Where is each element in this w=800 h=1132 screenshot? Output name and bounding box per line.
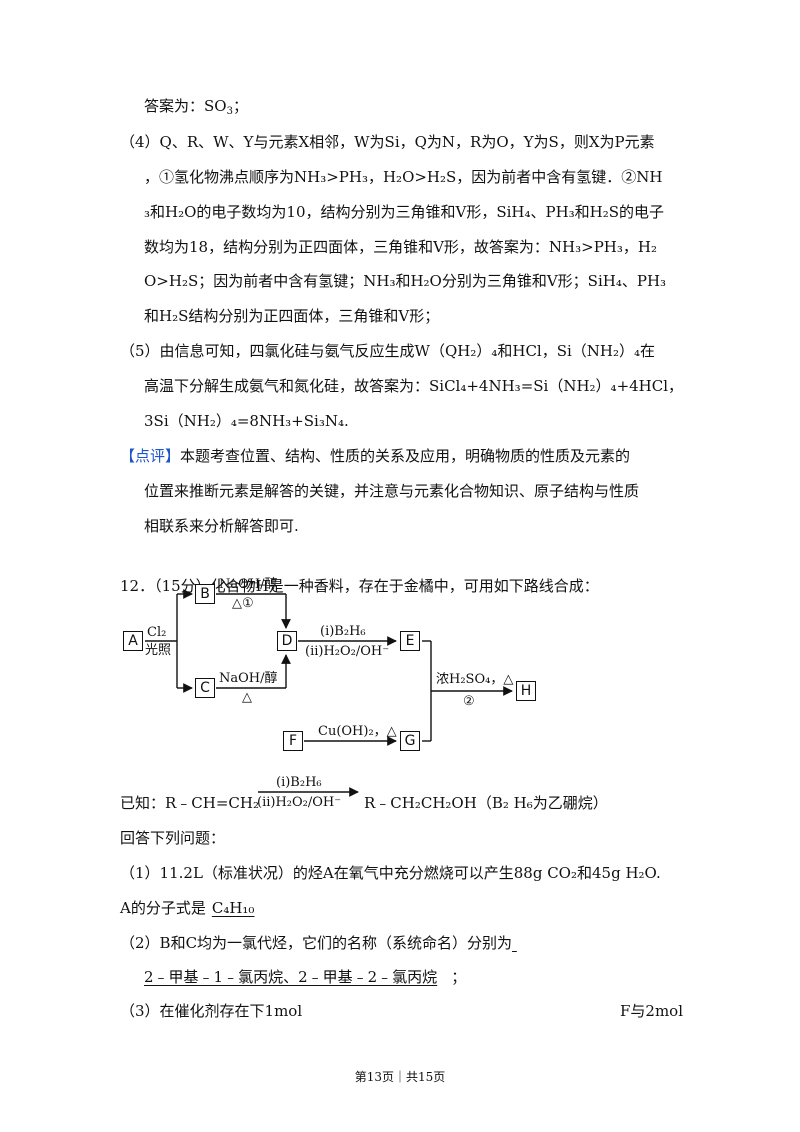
q4-line-3: ₃和H₂O的电子数均为10，结构分别为三角锥和V形，SiH₄、PH₃和H₂S的电…	[144, 203, 665, 221]
comment-tag: 【点评】	[120, 447, 181, 465]
compound-d-box: D	[277, 631, 297, 651]
label-eh-step: ②	[463, 694, 475, 709]
known-arrow-bottom: (ⅱ)H₂O₂/OH⁻	[257, 795, 342, 810]
p1-answer: C₄H₁₀	[211, 899, 255, 917]
p2-line-2: 2﹣甲基﹣1﹣氯丙烷、2﹣甲基﹣2﹣氯丙烷；	[144, 968, 467, 986]
compound-f-box: F	[283, 731, 303, 751]
page-footer: 第13页｜共15页	[354, 1070, 446, 1084]
label-cl2: Cl₂	[147, 625, 167, 640]
label-bd-condition: △①	[232, 596, 254, 611]
q12-header: 12．（15分）化合物H是一种香料，存在于金橘中，可用如下路线合成：	[120, 577, 599, 595]
q4-line-1: （4）Q、R、W、Y与元素X相邻，W为Si，Q为N，R为O，Y为S，则X为P元素	[120, 133, 655, 151]
diagram-lines	[145, 589, 513, 797]
comment-line-3: 相联系来分析解答即可.	[144, 517, 299, 535]
p1-line-1: （1）11.2L（标准状况）的烃A在氧气中充分燃烧可以产生88g CO₂和45g…	[120, 864, 661, 882]
compound-c-box: C	[195, 678, 215, 698]
comment-line-2: 位置来推断元素是解答的关键，并注意与元素化合物知识、原子结构与性质	[144, 482, 640, 500]
q5-line-1: （5）由信息可知，四氯化硅与氨气反应生成W（QH₂）₄和HCl，Si（NH₂）₄…	[120, 342, 656, 360]
compound-b-box: B	[195, 584, 215, 604]
compound-g-box: G	[400, 731, 420, 751]
answer-prompt: 回答下列问题：	[120, 829, 226, 847]
label-light: 光照	[145, 643, 172, 658]
q4-line-5: O>H₂S；因为前者中含有氢键；NH₃和H₂O分别为三角锥和V形；SiH₄、PH…	[144, 272, 667, 290]
p2-line-1: （2）B和C均为一氯代烃，它们的名称（系统命名）分别为	[120, 934, 513, 952]
compound-a-box: A	[123, 631, 143, 651]
q5-line-2: 高温下分解生成氨气和氮化硅，故答案为：SiCl₄+4NH₃=Si（NH₂）₄+4…	[144, 377, 684, 395]
compound-h-box: H	[516, 681, 536, 701]
label-eh-reagent: 浓H₂SO₄，△	[436, 672, 514, 687]
label-bd-reagent: NaOH/醇	[219, 577, 278, 592]
q4-line-4: 数均为18，结构分别为正四面体，三角锥和V形，故答案为：NH₃>PH₃，H₂	[144, 238, 657, 256]
label-cd-reagent: NaOH/醇	[219, 671, 278, 686]
p3-line-right: F与2mol	[620, 1002, 684, 1020]
answer-line: 答案为：SO3；	[144, 97, 248, 117]
p2-answer: 2﹣甲基﹣1﹣氯丙烷、2﹣甲基﹣2﹣氯丙烷	[144, 968, 438, 986]
q4-line-2: ，①氢化物沸点顺序为NH₃>PH₃，H₂O>H₂S，因为前者中含有氢键．②NH	[144, 168, 663, 186]
label-fg-reagent: Cu(OH)₂，△	[318, 724, 397, 739]
q4-line-6: 和H₂S结构分别为正四面体，三角锥和V形；	[144, 307, 440, 325]
compound-e-box: E	[400, 631, 420, 651]
known-arrow-top: (ⅰ)B₂H₆	[276, 775, 322, 790]
known-suffix: R﹣CH₂CH₂OH（B₂ H₆为乙硼烷）	[364, 794, 608, 812]
p3-line-left: （3）在催化剂存在下1mol	[120, 1002, 303, 1020]
comment-line-1: 【点评】本题考查位置、结构、性质的关系及应用，明确物质的性质及元素的	[120, 447, 631, 465]
q5-line-3: 3Si（NH₂）₄=8NH₃+Si₃N₄.	[144, 412, 349, 430]
known-prefix: 已知：R﹣CH=CH₂	[120, 794, 259, 812]
label-cd-condition: △	[242, 690, 252, 705]
label-de-step2: (ⅱ)H₂O₂/OH⁻	[305, 644, 390, 659]
label-de-step1: (ⅰ)B₂H₆	[320, 624, 366, 639]
